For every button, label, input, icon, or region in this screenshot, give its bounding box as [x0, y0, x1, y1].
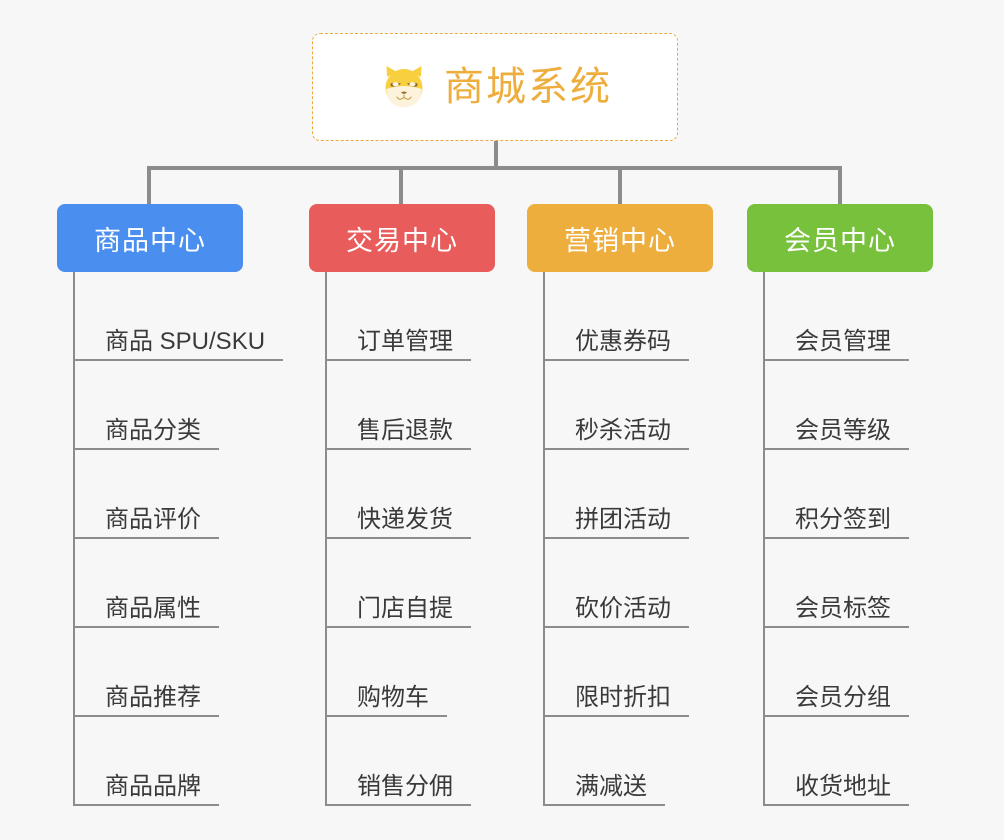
branch-column: 会员中心会员管理会员等级积分签到会员标签会员分组收货地址 — [747, 204, 933, 806]
branch-item-label: 商品推荐 — [105, 684, 201, 711]
branch-item[interactable]: 拼团活动 — [543, 450, 713, 539]
branch-item[interactable]: 积分签到 — [763, 450, 933, 539]
branch-item-underline — [75, 448, 219, 450]
branch-header-label: 会员中心 — [784, 225, 896, 256]
branch-item[interactable]: 会员分组 — [763, 628, 933, 717]
branch-item-underline — [545, 804, 665, 806]
branch-column: 营销中心优惠券码秒杀活动拼团活动砍价活动限时折扣满减送 — [527, 204, 713, 806]
connector-drop-1 — [147, 166, 151, 204]
branch-item[interactable]: 会员管理 — [763, 272, 933, 361]
branch-item-underline — [327, 804, 471, 806]
branch-item-list: 商品 SPU/SKU 商品分类商品评价商品属性商品推荐商品品牌 — [73, 272, 283, 806]
branch-item-underline — [545, 626, 689, 628]
branch-item-label: 订单管理 — [357, 328, 453, 355]
connector-drop-2 — [399, 166, 403, 204]
branch-item-label: 满减送 — [575, 773, 647, 800]
branch-item-underline — [75, 626, 219, 628]
branch-item[interactable]: 限时折扣 — [543, 628, 713, 717]
branch-item-underline — [75, 804, 219, 806]
branch-item-label: 购物车 — [357, 684, 429, 711]
branch-item-underline — [545, 715, 689, 717]
branch-header[interactable]: 商品中心 — [57, 204, 243, 272]
branch-item-underline — [765, 715, 909, 717]
branch-header-label: 商品中心 — [94, 225, 206, 256]
branch-item[interactable]: 快递发货 — [325, 450, 495, 539]
branch-item-underline — [75, 359, 283, 361]
connector-horizontal-bus — [147, 166, 842, 170]
branch-item-list: 订单管理售后退款快递发货门店自提购物车销售分佣 — [325, 272, 495, 806]
branch-item-label: 积分签到 — [795, 506, 891, 533]
branch-item[interactable]: 商品推荐 — [73, 628, 243, 717]
branch-item-underline — [765, 448, 909, 450]
branch-item-label: 快递发货 — [357, 506, 453, 533]
branch-item-label: 商品属性 — [105, 595, 201, 622]
root-node[interactable]: 商城系统 — [312, 33, 678, 141]
branch-header[interactable]: 交易中心 — [309, 204, 495, 272]
branch-item-underline — [765, 626, 909, 628]
branch-item[interactable]: 购物车 — [325, 628, 495, 717]
branch-item-underline — [545, 359, 689, 361]
branch-item[interactable]: 门店自提 — [325, 539, 495, 628]
branch-item-label: 优惠券码 — [575, 328, 671, 355]
branch-header-label: 交易中心 — [346, 225, 458, 256]
branch-item[interactable]: 满减送 — [543, 717, 713, 806]
connector-drop-3 — [618, 166, 622, 204]
branch-item-underline — [765, 537, 909, 539]
branch-item-label: 商品分类 — [105, 417, 201, 444]
branch-item[interactable]: 收货地址 — [763, 717, 933, 806]
branch-item[interactable]: 会员标签 — [763, 539, 933, 628]
branch-item-label: 商品 SPU/SKU — [105, 328, 266, 355]
branch-item-label: 售后退款 — [357, 417, 453, 444]
branch-item-label: 会员等级 — [795, 417, 891, 444]
branch-item[interactable]: 商品评价 — [73, 450, 243, 539]
branch-item-list: 优惠券码秒杀活动拼团活动砍价活动限时折扣满减送 — [543, 272, 713, 806]
branch-item[interactable]: 商品品牌 — [73, 717, 243, 806]
branch-item[interactable]: 商品 SPU/SKU — [73, 272, 283, 361]
branch-column: 商品中心商品 SPU/SKU 商品分类商品评价商品属性商品推荐商品品牌 — [57, 204, 283, 806]
branch-column: 交易中心订单管理售后退款快递发货门店自提购物车销售分佣 — [309, 204, 495, 806]
connector-root-stem — [494, 141, 498, 169]
branch-item-list: 会员管理会员等级积分签到会员标签会员分组收货地址 — [763, 272, 933, 806]
branch-item-label: 销售分佣 — [357, 773, 453, 800]
branch-item-label: 会员标签 — [795, 595, 891, 622]
branch-header[interactable]: 营销中心 — [527, 204, 713, 272]
branch-item-underline — [765, 359, 909, 361]
branch-item-underline — [545, 448, 689, 450]
branch-item[interactable]: 商品属性 — [73, 539, 243, 628]
branch-item-label: 商品品牌 — [105, 773, 201, 800]
branch-item-underline — [75, 715, 219, 717]
branch-item[interactable]: 会员等级 — [763, 361, 933, 450]
branch-item-underline — [75, 537, 219, 539]
branch-item-underline — [327, 715, 447, 717]
branch-item-underline — [327, 448, 471, 450]
branch-item-label: 收货地址 — [795, 773, 891, 800]
connector-drop-4 — [838, 166, 842, 204]
branch-item[interactable]: 商品分类 — [73, 361, 243, 450]
branch-item[interactable]: 售后退款 — [325, 361, 495, 450]
branch-item[interactable]: 销售分佣 — [325, 717, 495, 806]
branch-item-label: 会员分组 — [795, 684, 891, 711]
branch-item-underline — [327, 359, 471, 361]
branch-item-underline — [545, 537, 689, 539]
branch-item[interactable]: 优惠券码 — [543, 272, 713, 361]
branch-item[interactable]: 秒杀活动 — [543, 361, 713, 450]
branch-item-label: 砍价活动 — [575, 595, 671, 622]
branch-item-label: 拼团活动 — [575, 506, 671, 533]
branch-item-label: 会员管理 — [795, 328, 891, 355]
branch-item-underline — [327, 537, 471, 539]
branch-item-label: 商品评价 — [105, 506, 201, 533]
branch-item[interactable]: 订单管理 — [325, 272, 495, 361]
branch-header-label: 营销中心 — [564, 225, 676, 256]
branch-header[interactable]: 会员中心 — [747, 204, 933, 272]
branch-item-label: 秒杀活动 — [575, 417, 671, 444]
branch-item-label: 门店自提 — [357, 595, 453, 622]
shiba-dog-face-icon — [385, 66, 423, 107]
branch-item-label: 限时折扣 — [575, 684, 671, 711]
branch-item-underline — [765, 804, 909, 806]
branch-item[interactable]: 砍价活动 — [543, 539, 713, 628]
root-title: 商城系统 — [444, 65, 612, 109]
branch-item-underline — [327, 626, 471, 628]
